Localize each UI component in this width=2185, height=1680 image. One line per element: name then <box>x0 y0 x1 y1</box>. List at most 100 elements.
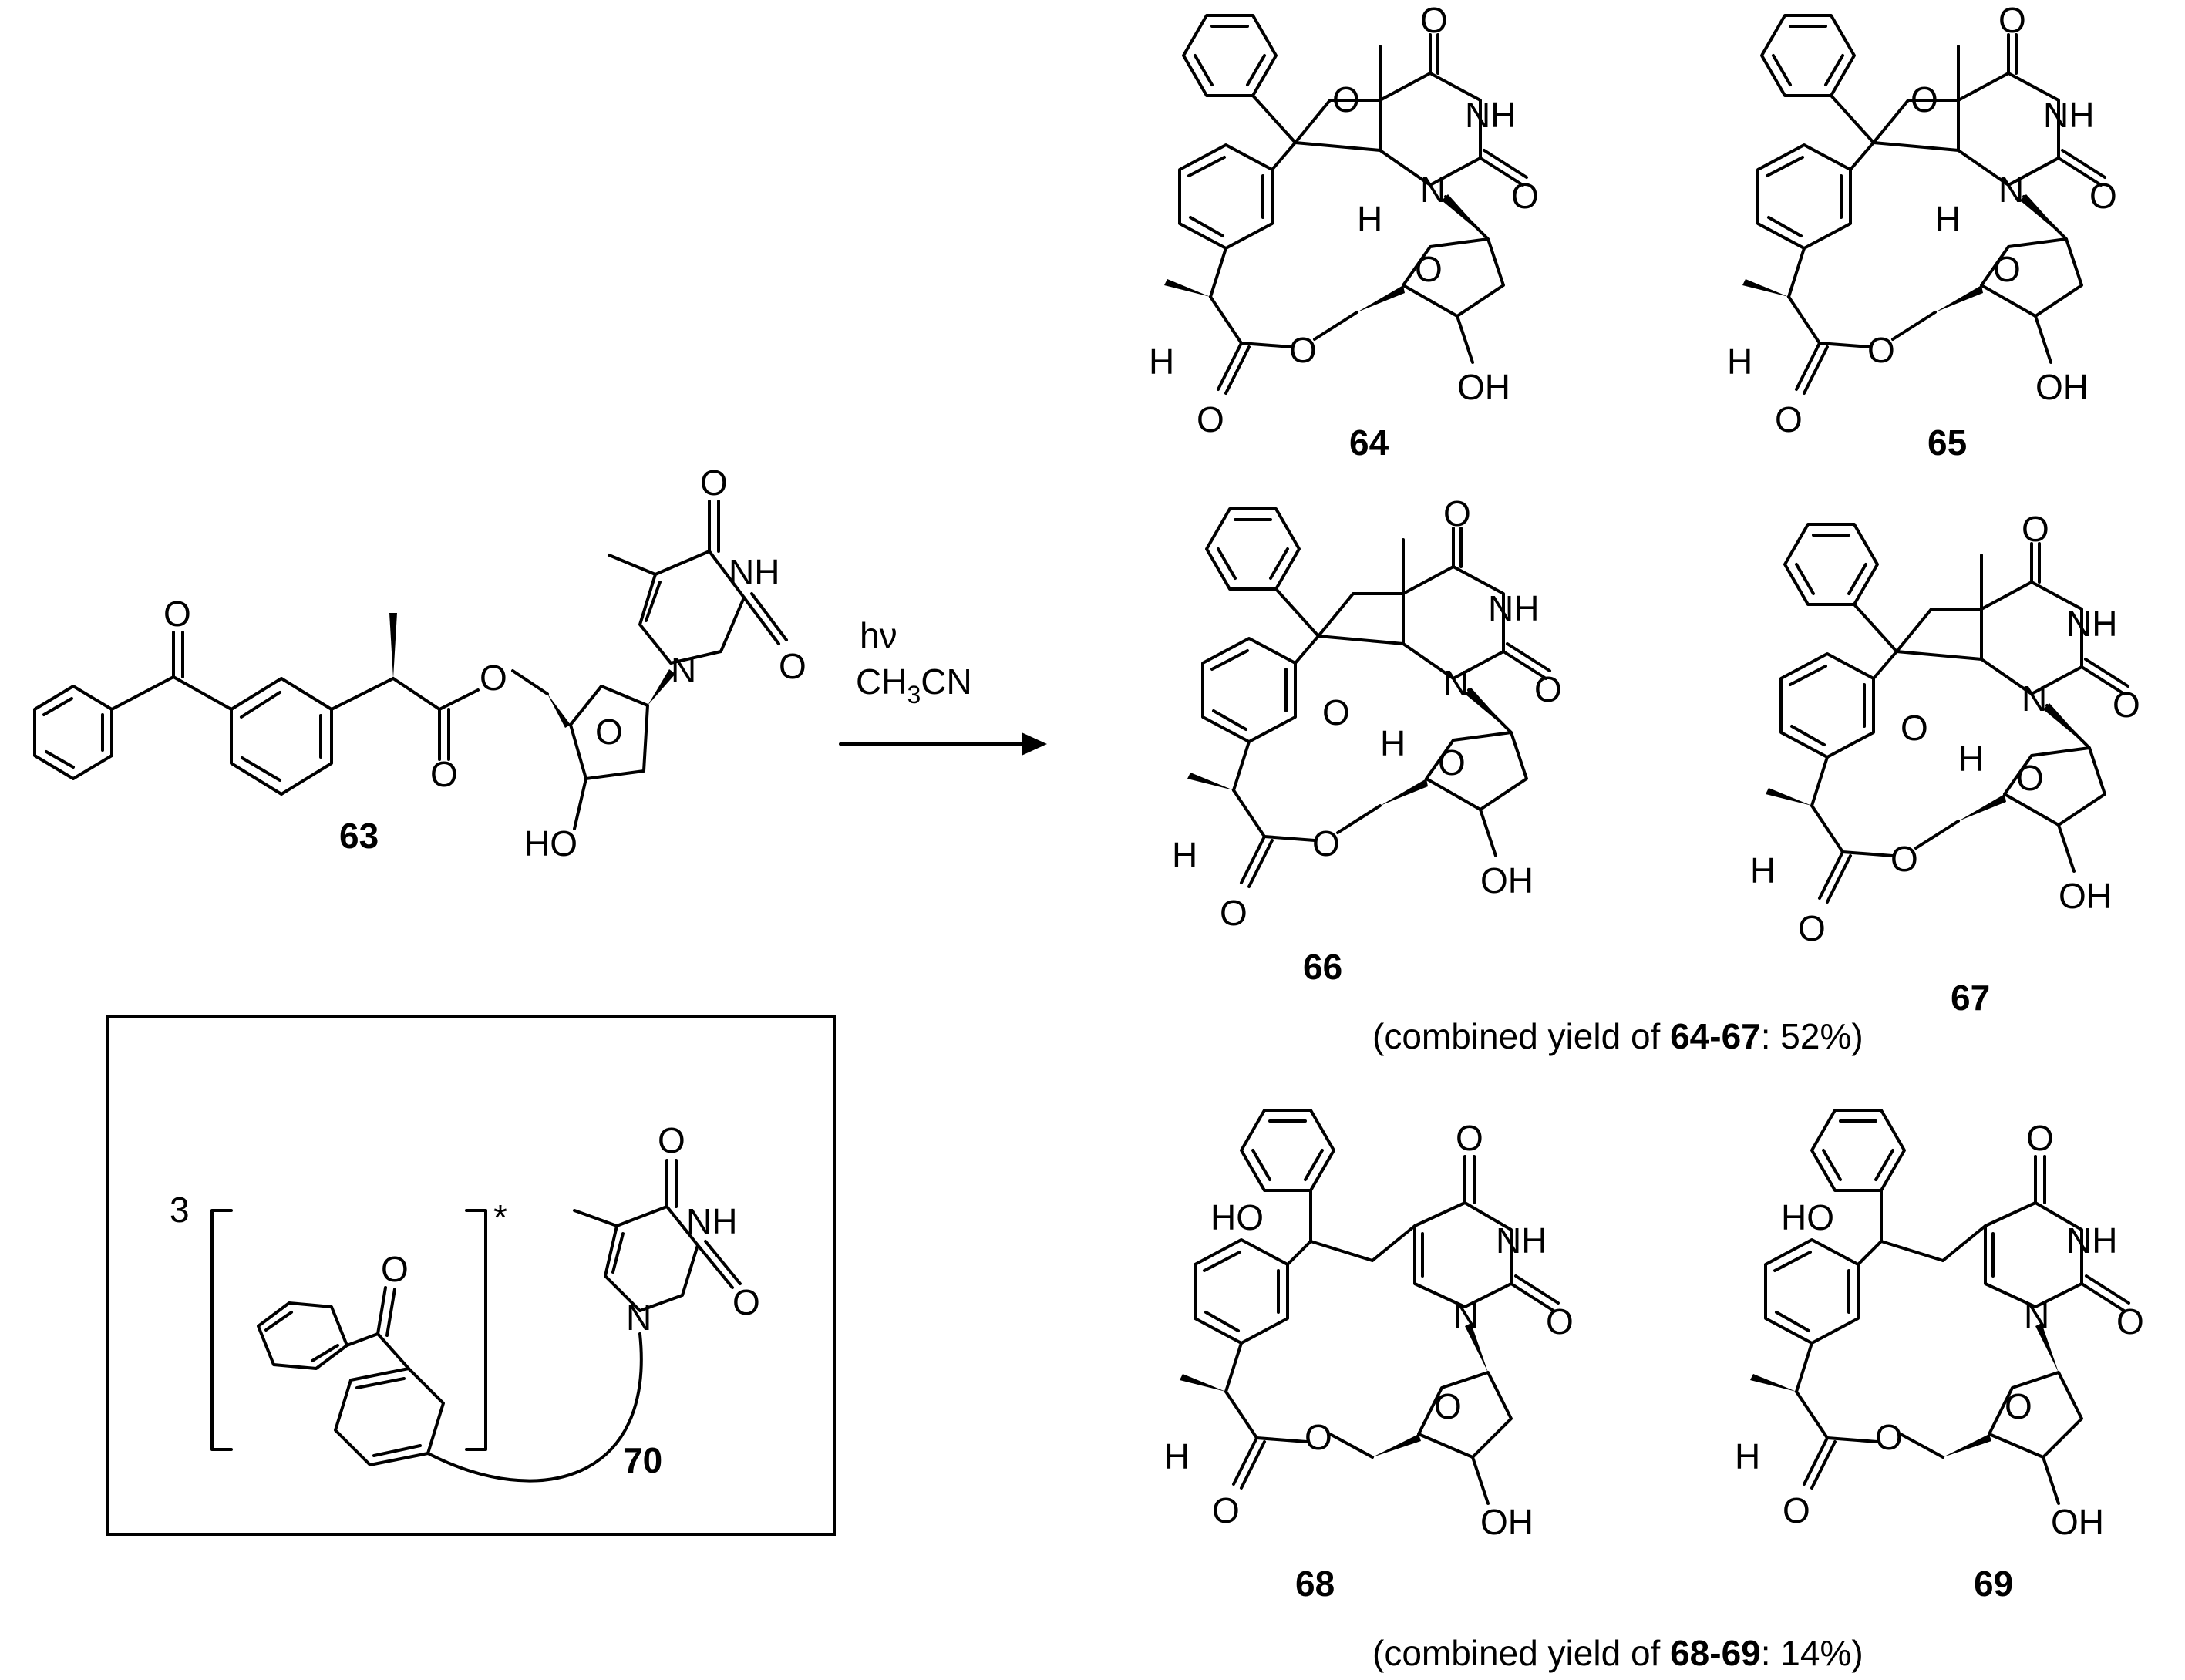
ester-carbonyl-oxygen: O <box>1197 399 1224 439</box>
inset-excited-star: * <box>493 1197 507 1237</box>
alpha-h: H <box>1750 850 1776 891</box>
ring-fusion-h: H <box>1357 199 1382 239</box>
hydroxyl: OH <box>1457 367 1510 407</box>
ester-carbonyl-oxygen: O <box>1212 1490 1240 1530</box>
imide-nh: NH <box>2043 95 2094 135</box>
ring-fusion-h: H <box>1958 739 1984 779</box>
ester-oxygen: O <box>1875 1417 1903 1457</box>
compound-label-68: 68 <box>1295 1564 1335 1604</box>
reactant-n1: N <box>671 650 696 690</box>
reactant-ketone-oxygen: O <box>163 594 191 634</box>
hydroxyl: OH <box>2051 1502 2104 1542</box>
reactant-ester-carbonyl-oxygen: O <box>430 754 458 794</box>
reactant-c4-oxygen: O <box>700 463 728 503</box>
ribose-oxygen: O <box>2016 758 2044 798</box>
n1: N <box>1443 663 1469 703</box>
hydroxyl: OH <box>1480 860 1534 901</box>
n1: N <box>2024 1295 2049 1335</box>
hydroxyl: OH <box>2035 367 2089 407</box>
compound-label-70: 70 <box>623 1440 662 1480</box>
reactant-hydroxyl: HO <box>524 823 577 864</box>
ester-carbonyl-oxygen: O <box>1775 399 1803 439</box>
alpha-h: H <box>1172 835 1197 875</box>
product-69: HO NH O O N H O O O OH 69 <box>1735 1109 2144 1604</box>
c2-oxygen: O <box>2113 685 2140 725</box>
imide-nh: NH <box>1488 588 1539 628</box>
reactant-nh: NH <box>729 552 779 592</box>
alpha-h: H <box>1164 1436 1190 1476</box>
reactant-ribose-oxygen: O <box>595 712 623 752</box>
inset-ketone-oxygen: O <box>381 1249 409 1289</box>
c4-oxygen: O <box>1998 0 2026 40</box>
ribose-oxygen: O <box>1434 1386 1462 1426</box>
n1: N <box>1998 170 2024 210</box>
alpha-h: H <box>1735 1436 1760 1476</box>
product-66: O NH O O N H H O O O OH 66 <box>1172 493 1562 987</box>
ester-carbonyl-oxygen: O <box>1783 1490 1810 1530</box>
product-64: O NH O O N H H O O O OH 64 <box>1149 0 1539 463</box>
compound-label-64: 64 <box>1349 423 1389 463</box>
imide-nh: NH <box>1496 1220 1547 1261</box>
compound-label-65: 65 <box>1927 423 1967 463</box>
oxetane-oxygen: O <box>1911 79 1938 120</box>
compound-label-63: 63 <box>339 816 379 856</box>
ester-oxygen: O <box>1890 839 1918 879</box>
ring-fusion-h: H <box>1380 723 1406 763</box>
inset-c2-oxygen: O <box>732 1282 760 1322</box>
ester-carbonyl-oxygen: O <box>1798 908 1826 948</box>
ester-carbonyl-oxygen: O <box>1220 893 1247 933</box>
reactant-c2-oxygen: O <box>779 646 806 686</box>
c4-oxygen: O <box>1420 0 1448 40</box>
product-67: O NH O O N H H O O O OH 67 <box>1750 509 2140 1018</box>
n1: N <box>1420 170 1446 210</box>
compound-label-69: 69 <box>1974 1564 2013 1604</box>
n1: N <box>2022 678 2047 719</box>
c2-oxygen: O <box>2089 176 2117 216</box>
yield-note-64-67: (combined yield of 64-67: 52%) <box>1372 1016 1863 1056</box>
reactant-63: O O O O HO N NH O O 63 <box>33 463 806 864</box>
compound-label-66: 66 <box>1303 947 1342 987</box>
c4-oxygen: O <box>1456 1118 1483 1158</box>
inset-box-70: 3 * O N NH O O 70 <box>106 1015 836 1536</box>
alpha-h: H <box>1727 342 1752 382</box>
imide-nh: NH <box>1465 95 1516 135</box>
inset-multiplicity: 3 <box>170 1190 190 1230</box>
ribose-oxygen: O <box>1993 249 2021 289</box>
ribose-oxygen: O <box>1438 742 1466 783</box>
inset-c4-oxygen: O <box>658 1120 685 1160</box>
oxetane-oxygen: O <box>1322 692 1350 732</box>
ribose-oxygen: O <box>1415 249 1443 289</box>
yield-note-68-69: (combined yield of 68-69: 14%) <box>1372 1633 1863 1673</box>
hydroxyl: OH <box>1480 1502 1534 1542</box>
c4-oxygen: O <box>1443 493 1471 534</box>
ribose-oxygen: O <box>2005 1386 2032 1426</box>
condition-solvent: CH3CN <box>856 662 972 709</box>
n1: N <box>1453 1295 1479 1335</box>
tertiary-hydroxyl: HO <box>1210 1197 1264 1237</box>
reactant-ester-oxygen: O <box>480 658 507 698</box>
oxetane-oxygen: O <box>1332 79 1360 120</box>
c4-oxygen: O <box>2026 1118 2054 1158</box>
c2-oxygen: O <box>1534 669 1562 709</box>
c2-oxygen: O <box>1511 176 1539 216</box>
ester-oxygen: O <box>1305 1417 1332 1457</box>
alpha-h: H <box>1149 342 1174 382</box>
oxetane-oxygen: O <box>1901 708 1928 748</box>
ester-oxygen: O <box>1289 330 1317 370</box>
ring-fusion-h: H <box>1935 199 1961 239</box>
c2-oxygen: O <box>1546 1301 1574 1342</box>
tertiary-hydroxyl: HO <box>1781 1197 1834 1237</box>
inset-nh: NH <box>686 1201 737 1241</box>
compound-label-67: 67 <box>1951 978 1990 1018</box>
c4-oxygen: O <box>2022 509 2049 549</box>
ester-oxygen: O <box>1312 823 1340 864</box>
inset-n1: N <box>626 1298 651 1338</box>
product-68: HO NH O O N H O O O OH 68 <box>1164 1109 1574 1604</box>
imide-nh: NH <box>2066 1220 2117 1261</box>
imide-nh: NH <box>2066 604 2117 644</box>
reaction-arrow: hν CH3CN <box>839 615 1047 756</box>
c2-oxygen: O <box>2116 1301 2144 1342</box>
hydroxyl: OH <box>2059 876 2112 916</box>
condition-light: hν <box>860 615 897 655</box>
